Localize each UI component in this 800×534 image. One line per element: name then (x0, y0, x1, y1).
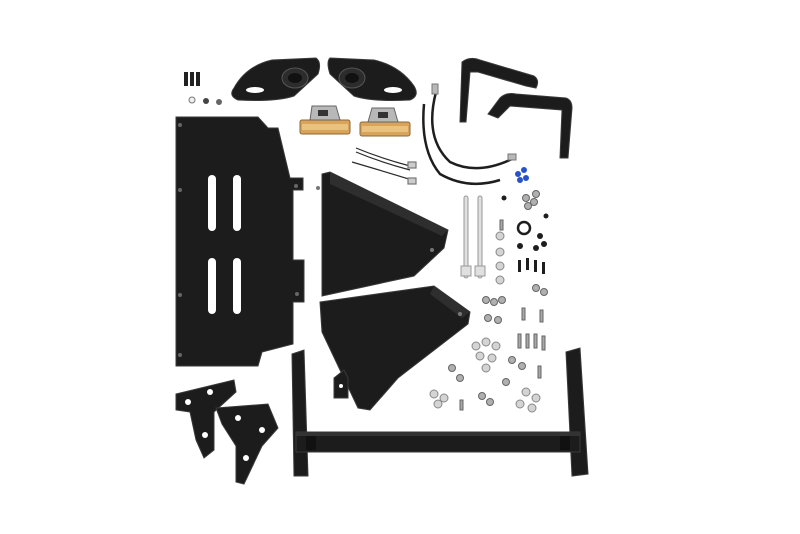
fog-bezel-left (231, 57, 321, 101)
hardware-bolts (459, 219, 546, 411)
wire-harness (422, 83, 517, 186)
pigtail-wires (351, 147, 417, 185)
small-bracket (333, 369, 349, 399)
flare-bracket-lower (487, 93, 573, 159)
mount-bracket-right (215, 403, 279, 485)
fog-bezel-right (327, 57, 417, 101)
side-shield-lower (319, 285, 471, 411)
fastener-clips-top (184, 72, 222, 105)
hardware-washers (429, 231, 541, 413)
side-shield-upper (316, 171, 449, 297)
zip-ties (460, 195, 486, 279)
marker-light-right (359, 107, 411, 137)
skid-plate (175, 116, 305, 367)
hardware-black-fasteners (501, 195, 549, 274)
hardware-nuts (448, 190, 548, 406)
flare-bracket-upper (459, 57, 539, 123)
crossmember (291, 347, 589, 477)
blue-clips (515, 167, 529, 183)
marker-light-left (299, 105, 351, 135)
mount-bracket-left (175, 379, 237, 459)
